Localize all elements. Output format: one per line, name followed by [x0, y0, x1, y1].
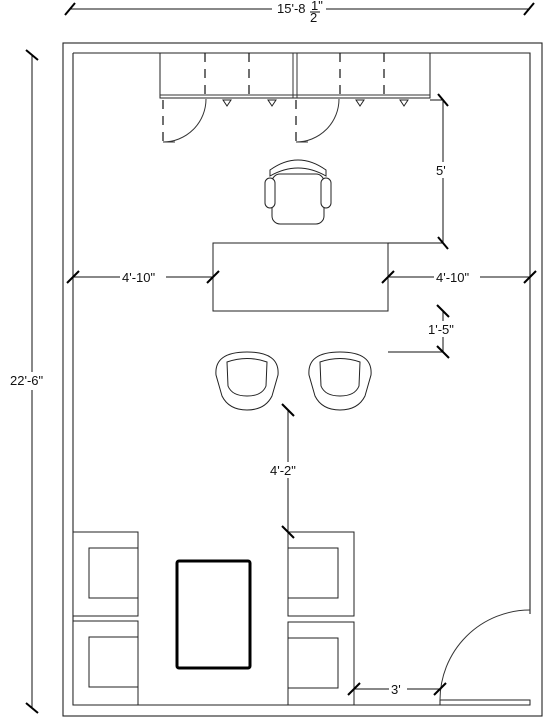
door-leaf — [439, 699, 531, 706]
dim-door-clearance-label: 3' — [391, 682, 401, 697]
coffee-table — [175, 559, 252, 670]
guest-chair-left — [215, 351, 279, 411]
outer-wall — [62, 42, 543, 717]
lounge-chair-bottom-right — [287, 621, 355, 706]
cabinet-run — [159, 52, 431, 99]
entry-door — [439, 609, 531, 706]
cabinet-pull-icon — [267, 99, 277, 107]
dim-desk-to-guest: 1'-5" — [388, 304, 464, 359]
dim-overall-depth: 22'-6" — [8, 49, 60, 714]
dim-desk-to-guest-label: 1'-5" — [428, 322, 454, 337]
dim-overall-width-fraction-den: 2 — [310, 10, 317, 25]
cabinet-pull-icon — [222, 99, 232, 107]
cabinet-pull-icon — [399, 99, 409, 107]
desk — [212, 242, 389, 312]
guest-chair-right — [308, 351, 372, 411]
door-swing-arc — [439, 609, 531, 701]
dim-guest-to-lounge-label: 4'-2" — [270, 463, 296, 478]
dim-cabinet-to-desk: 5' — [388, 93, 452, 250]
desk-chair — [264, 159, 332, 225]
dim-desk-right: 4'-10" — [381, 269, 537, 285]
dim-desk-right-label: 4'-10" — [436, 270, 470, 285]
dim-cabinet-to-desk-label: 5' — [436, 163, 446, 178]
lounge-chair-top-right — [287, 531, 355, 617]
cabinet-pull-icon — [355, 99, 365, 107]
dim-overall-width-label: 15'-8 — [277, 1, 306, 16]
dim-door-clearance: 3' — [347, 681, 447, 697]
dim-desk-left: 4'-10" — [66, 269, 220, 285]
dim-overall-depth-label: 22'-6" — [10, 373, 44, 388]
lounge-chair-bottom-left — [72, 620, 139, 706]
cabinet-door-swings — [162, 98, 340, 143]
lounge-chair-top-left — [72, 531, 139, 617]
dim-desk-left-label: 4'-10" — [122, 270, 156, 285]
dim-overall-width-fraction-num: 1" — [311, 0, 323, 13]
dim-overall-width: 15'-8 1" 2 — [64, 0, 535, 25]
wall-cabinets — [159, 52, 431, 107]
dim-guest-to-lounge: 4'-2" — [268, 403, 304, 539]
